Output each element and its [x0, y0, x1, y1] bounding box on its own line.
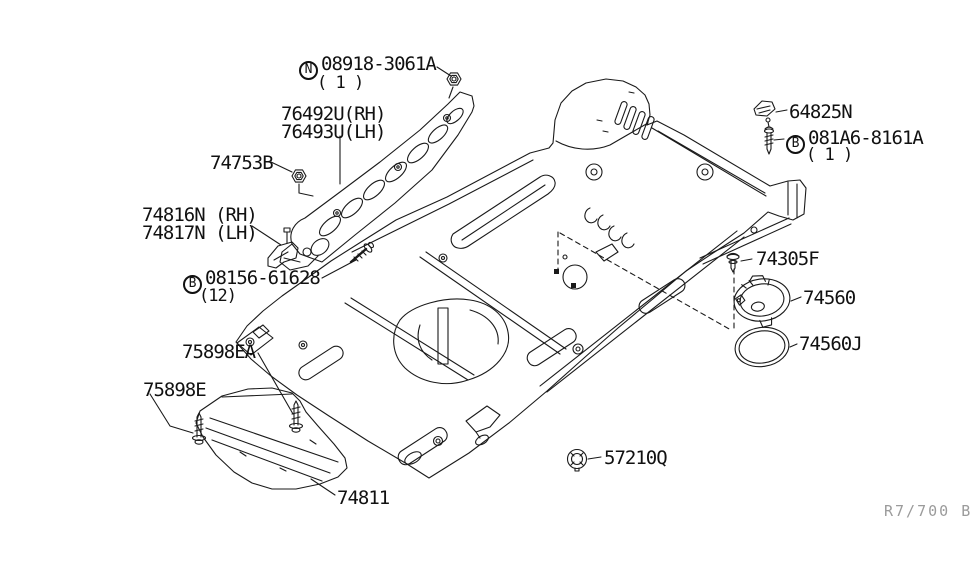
prefix-circle-B: B: [183, 274, 202, 294]
locator-dashed-lines: [557, 231, 735, 332]
part-label-74811: 74811: [337, 487, 390, 509]
screw-08156-icon: [349, 241, 375, 264]
locator-markers: [554, 269, 576, 288]
part-qty-081A6-8161A: ( 1 ): [806, 145, 853, 165]
leader-lines: [149, 66, 802, 496]
part-number-lh: 74817N (LH): [142, 222, 258, 244]
prefix-circle-B: B: [786, 134, 805, 154]
part-label-74560J: 74560J: [799, 333, 863, 355]
floor-pan: [235, 78, 807, 479]
screw-75898EA-icon: [288, 400, 304, 433]
part-label-57210Q: 57210Q: [604, 447, 668, 469]
part-label-76492U: 76492U(RH) 76493U(LH): [281, 103, 386, 143]
part-label-64825N: 64825N: [789, 101, 853, 123]
part-label-74816N: 74816N (RH) 74817N (LH): [142, 204, 258, 244]
drawing-reference: R7/700 B: [884, 502, 973, 520]
screw-75898E-icon: [191, 412, 207, 445]
prefix-circle-N: N: [299, 60, 318, 80]
bracket-74816: [267, 227, 299, 269]
part-number: 08918-3061A: [321, 53, 437, 75]
ring-gasket-74560J: [734, 326, 790, 368]
hex-nut-08918-icon: [446, 72, 462, 99]
under-cover-74811: [195, 387, 348, 490]
part-label-74560: 74560: [803, 287, 856, 309]
part-number-rh: 74816N (RH): [142, 204, 258, 226]
hex-nut-74753B-icon: [291, 169, 314, 197]
part-number: 081A6-8161A: [808, 127, 924, 149]
side-member-76492: [279, 91, 475, 271]
screw-081A6-icon: [763, 126, 775, 155]
part-number-lh: 76493U(LH): [281, 121, 386, 143]
part-label-74305F: 74305F: [756, 248, 820, 270]
clip-64825N-icon: [753, 100, 776, 128]
part-qty-08156-61628: (12): [199, 286, 237, 306]
grommet-57210Q-icon: [566, 448, 588, 472]
part-label-74753B: 74753B: [210, 152, 274, 174]
part-qty-08918-3061A: ( 1 ): [317, 73, 364, 93]
push-pin-74305F-icon: [726, 252, 740, 273]
part-number-rh: 76492U(RH): [281, 103, 386, 125]
seat-hump-base: [555, 122, 649, 150]
part-label-75898E: 75898E: [143, 379, 207, 401]
part-label-75898EA: 75898EA: [182, 341, 256, 363]
part-number: 08156-61628: [205, 267, 321, 289]
hole-cover-74560: [733, 275, 791, 328]
